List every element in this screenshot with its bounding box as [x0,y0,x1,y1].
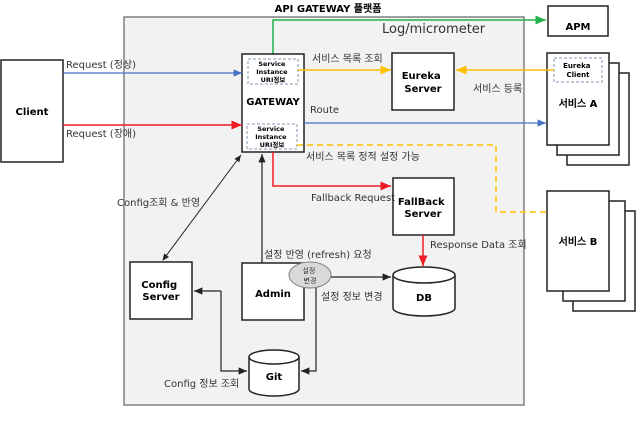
eureka-client-line2: Client [566,71,590,79]
log-label: Log/micrometer [382,22,486,37]
refresh-label: 설정 반영 (refresh) 요청 [264,249,372,261]
platform-title: API GATEWAY 플랫폼 [275,2,382,15]
fallback-line2: Server [404,209,441,220]
svg-text:Config Server: Config Server [141,280,180,303]
config-lookup-edge: Config조회 & 반영 [117,154,242,261]
apm-label: APM [565,22,590,33]
settings-change-node[interactable]: 설정 변경 [288,261,332,289]
service-a-node[interactable]: Eureka Client 서비스 A [546,52,630,166]
svg-text:Eureka Server: Eureka Server [402,71,445,95]
config-line1: Config [141,280,177,291]
service-b-label: 서비스 B [559,235,598,248]
git-node[interactable]: Git [248,349,300,397]
eureka-server-node[interactable]: Eureka Server [391,52,455,111]
gw-box2-line2: Instance [255,133,287,141]
client-label: Client [16,107,49,118]
git-label: Git [266,372,283,383]
gw-box1-line2: Instance [256,68,288,76]
refresh-edge: 설정 반영 (refresh) 요청 [258,154,372,263]
service-register-label: 서비스 등록 [473,83,522,95]
service-b-node[interactable]: 서비스 B [546,190,636,312]
service-register-edge: 서비스 등록 [456,65,554,95]
request-fail-edge: Request (장애) [63,120,242,140]
fallback-line1: FallBack [398,197,445,208]
response-data-edge: Response Data 조회 [418,235,527,266]
config-info-edge: Config 정보 조회 [164,287,247,390]
request-fail-label: Request (장애) [66,128,136,140]
route-label: Route [310,105,339,116]
config-info-label: Config 정보 조회 [164,378,239,390]
gw-box1-line1: Service [258,60,286,68]
gw-box2-line1: Service [257,125,285,133]
service-lookup-edge: 서비스 목록 조회 [298,53,391,75]
config-change-edge: 설정 정보 변경 [321,273,391,303]
db-node[interactable]: DB [392,266,456,317]
settings-git-edge [301,288,317,375]
svg-text:Service Instance U: Service Instance URI정보 [255,125,289,149]
response-data-label: Response Data 조회 [430,239,527,251]
route-edge: Route [304,105,546,127]
static-config-label: 서비스 목록 정적 설정 가능 [306,151,420,163]
config-line2: Server [142,292,179,303]
config-lookup-label: Config조회 & 반영 [117,197,200,209]
gw-box2-line3: URI정보 [260,140,285,149]
service-lookup-label: 서비스 목록 조회 [312,53,383,65]
settings-change-line2: 변경 [304,276,317,285]
eureka-line2: Server [404,84,441,95]
service-instance-box-top [247,58,299,85]
gw-box1-line3: URI정보 [261,75,286,84]
request-normal-edge: Request (정상) [63,59,242,77]
eureka-client-line1: Eureka [563,62,591,70]
log-edge: Log/micrometer [272,15,546,54]
db-label: DB [416,293,432,304]
service-instance-box-bottom [246,123,298,150]
fallback-request-label: Fallback Request [311,193,395,204]
gateway-label: GATEWAY [246,97,300,108]
settings-change-line1: 설정 [302,266,315,275]
static-config-edge: 서비스 목록 정적 설정 가능 [297,144,546,213]
svg-text:Service Instance U: Service Instance URI정보 [256,60,290,84]
gateway-node[interactable]: Service Instance URI정보 GATEWAY Service I… [241,53,305,153]
config-server-node[interactable]: Config Server [129,261,193,320]
svg-text:Eureka Client: Eureka Client [563,62,593,79]
fallback-request-edge: Fallback Request [272,152,395,204]
svg-text:설정 변경: 설정 변경 [302,266,317,285]
config-change-label: 설정 정보 변경 [321,290,383,303]
svg-text:FallBack Server: FallBack Server [398,197,448,220]
service-a-label: 서비스 A [559,97,598,110]
client-node[interactable]: Client [0,59,64,163]
apm-node[interactable]: APM [547,5,609,37]
admin-label: Admin [255,289,291,300]
eureka-line1: Eureka [402,71,441,82]
fallback-server-node[interactable]: FallBack Server [392,177,455,236]
request-normal-label: Request (정상) [66,59,136,71]
